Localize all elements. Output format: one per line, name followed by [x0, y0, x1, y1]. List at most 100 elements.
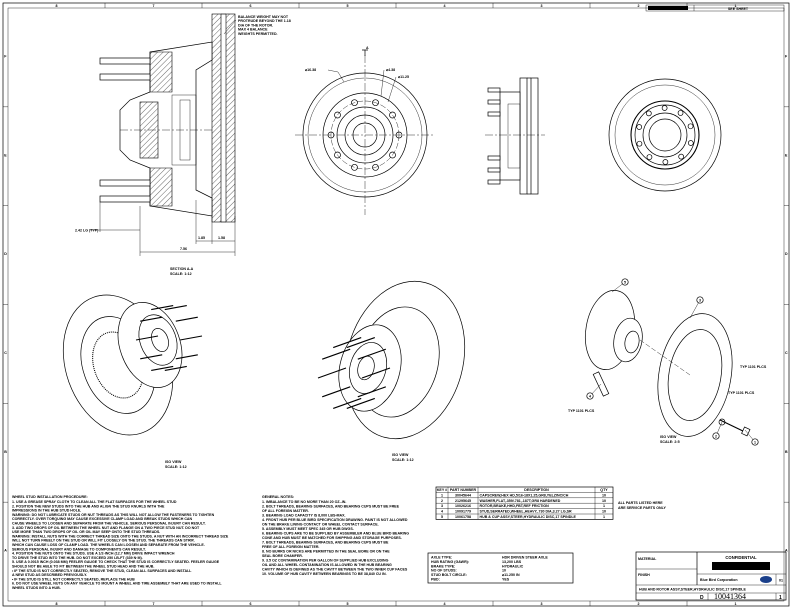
- iso-view-left: ISO VIEW SCALE: 1:12: [62, 294, 203, 469]
- general-note-line: SEAL BORE CHAMFER.: [262, 554, 303, 558]
- wheel-stud: [333, 397, 362, 409]
- general-note-line: ON THE BRAKE LINING CONTACT OR WHEEL CON…: [262, 523, 379, 527]
- bom-cell: 21295645: [455, 499, 471, 503]
- iso-label-2: ISO VIEW: [392, 453, 409, 457]
- wheel-note-line: SERIOUS PERSONAL INJURY AND DAMAGE TO CO…: [12, 547, 146, 551]
- hub-info-value: HDR DRIVEN STEER AXLE: [502, 556, 548, 560]
- wheel-note-line: WARNING: DO NOT LUBRICATE STUDS OR NUT T…: [12, 513, 215, 517]
- wheel-stud: [361, 367, 391, 379]
- dim-a: 1.85: [198, 236, 205, 240]
- stud-hole: [351, 99, 358, 107]
- rear-view: [608, 78, 722, 192]
- zone-column-label: 1: [735, 602, 737, 606]
- stud-hole: [334, 111, 341, 119]
- balance-note-line: MAX 4 BALANCE: [238, 28, 268, 32]
- wheel-note-line: WHICH CAN CAUSE LOSS OF CLAMP LOAD. THE …: [12, 543, 205, 547]
- bolt-hole: [687, 140, 694, 146]
- zone-column-label: 8: [56, 602, 58, 606]
- hub-info-value: YES: [502, 578, 510, 582]
- bolt-hole: [646, 154, 653, 160]
- bolt-hole: [636, 124, 643, 130]
- zone-column-label: 1: [735, 4, 737, 8]
- bolt-hole: [687, 123, 694, 130]
- zone-column-label: 7: [153, 4, 155, 8]
- iso-scale-1: SCALE: 1:12: [165, 465, 187, 469]
- general-note-line: 7. BOLT THREADS, BEARING SURFACES, AND B…: [262, 541, 389, 545]
- hub-info-value: 13,200 LBS: [502, 560, 522, 564]
- zone-column-label: 5: [347, 4, 349, 8]
- item-balloon: [696, 296, 704, 304]
- wheel-stud: [346, 397, 375, 409]
- bom-cell: 1: [603, 504, 605, 508]
- hub-info-label: PBD:: [431, 578, 440, 582]
- bolt-hole: [678, 153, 685, 160]
- bom-cell: 3: [441, 504, 443, 508]
- iso-scale-2: SCALE: 1:12: [392, 458, 414, 462]
- stud-hole: [372, 163, 379, 171]
- wheel-note-line: CAUSE WHEELS TO LOOSEN AND SEPARATE FROM…: [12, 522, 206, 526]
- zone-row-label: E: [4, 153, 7, 157]
- hub-info-frame: [427, 552, 574, 584]
- zone-column-label: 3: [541, 4, 543, 8]
- wheel-note-line: WHEEL STUDS INTO A HUB.: [12, 586, 61, 590]
- balloon-number: 4: [589, 394, 591, 398]
- zone-row-label: C: [4, 351, 7, 355]
- zone-row-label: F: [4, 54, 7, 58]
- zone-row-label: A: [785, 549, 788, 553]
- hub-info-label: AXLE TYPE:: [431, 556, 452, 560]
- zone-column-label: 6: [250, 4, 252, 8]
- wheel-stud: [164, 365, 187, 371]
- wheel-stud: [333, 337, 362, 349]
- bom-cell: WASHER,FLAT,.359/.781,.187T,GR8 HARDENED: [480, 499, 561, 503]
- wheel-stud: [164, 305, 187, 311]
- general-note-line: 3. BEARING LOAD CAPACITY IS 8,000 LBS-MA…: [262, 514, 346, 518]
- wheel-note-line: 2. POSITION THE NEW STUDS INTO THE HUB A…: [12, 504, 165, 508]
- dim-overall: 7.56: [180, 247, 187, 251]
- company-logo: [760, 576, 772, 583]
- callout-3: TYP 1101 PLCS: [728, 391, 755, 395]
- zone-row-label: B: [4, 450, 7, 454]
- balance-note-line: PROTRUDE BEYOND THE 1.18: [238, 19, 291, 23]
- item-balloon: [712, 432, 720, 440]
- wheel-note-line: 4. POSITION THE NUTS ONTO THE STUDS. USE…: [12, 552, 175, 556]
- wheel-stud-installation-notes: WHEEL STUD INSTALLATION PROCEDURE:1. USE…: [12, 495, 229, 590]
- bom-cell: 10: [602, 499, 606, 503]
- wheel-note-line: SHOULD NOT BE ABLE TO FIT BETWEEN THE WH…: [12, 565, 154, 569]
- balance-note-line: BALANCE WEIGHT MAY NOT: [238, 15, 289, 19]
- wheel-stud: [175, 316, 198, 322]
- drawing-title: HUB AND ROTOR ASSY,STEER,HYDRAULIC DISC,…: [639, 588, 746, 592]
- sheet-number: 1: [779, 595, 782, 601]
- wheel-note-line: 6. DO NOT USE WHEEL NUTS ON ANY VEHICLE …: [12, 582, 222, 586]
- wheel-note-line: IMPRESSIONS IN THE HUB STUD HOLE.: [12, 509, 81, 513]
- zone-row-label: D: [4, 252, 7, 256]
- wheel-note-line: USE MORE THAN TWO DROPS OF OIL OR OIL MA…: [12, 530, 160, 534]
- wheel-stud: [322, 386, 351, 398]
- dim-b: 1.58: [218, 236, 225, 240]
- general-note-line: 8. NO BURRS OR NICKS ARE PERMITTED IN TH…: [262, 550, 390, 554]
- general-note-line: 4. FRONT HUB PER BLUE BIRD SPECIFICATION…: [262, 518, 408, 522]
- general-note-line: 10. VOLUME OF HUB CAVITY BETWEEN BEARING…: [262, 572, 387, 576]
- section-label: SECTION A-A: [170, 267, 194, 271]
- title-block: MATERIAL FINISH CONFIDENTIAL Blue Bird C…: [635, 551, 787, 601]
- zone-row-label: F: [785, 54, 788, 58]
- callout-1: TYP 1101 PLCS: [568, 409, 595, 413]
- zone-row-label: B: [785, 450, 788, 454]
- wheel-stud: [346, 337, 375, 349]
- bom-cell: 10091779: [455, 510, 471, 514]
- iso-studs: [317, 337, 391, 409]
- bom-note-1: ALL PARTS LISTED HERE: [618, 501, 663, 505]
- zone-column-label: 2: [638, 4, 640, 8]
- hub-info-value: 10: [502, 569, 506, 573]
- general-note-line: 5. ASSEMBLY MUST MEET SPEC 345 OR HUB DW…: [262, 527, 354, 531]
- iso-studs: [135, 305, 203, 371]
- wheel-note-line: 1. USE A GREASE SPRAY CLOTH TO CLEAN ALL…: [12, 500, 177, 504]
- wheel-stud: [135, 335, 159, 341]
- zone-column-label: 2: [638, 602, 640, 606]
- bom-cell: 1: [441, 493, 443, 497]
- balloon-number: 3: [699, 298, 701, 302]
- wheel-notes-title: WHEEL STUD INSTALLATION PROCEDURE:: [12, 495, 88, 499]
